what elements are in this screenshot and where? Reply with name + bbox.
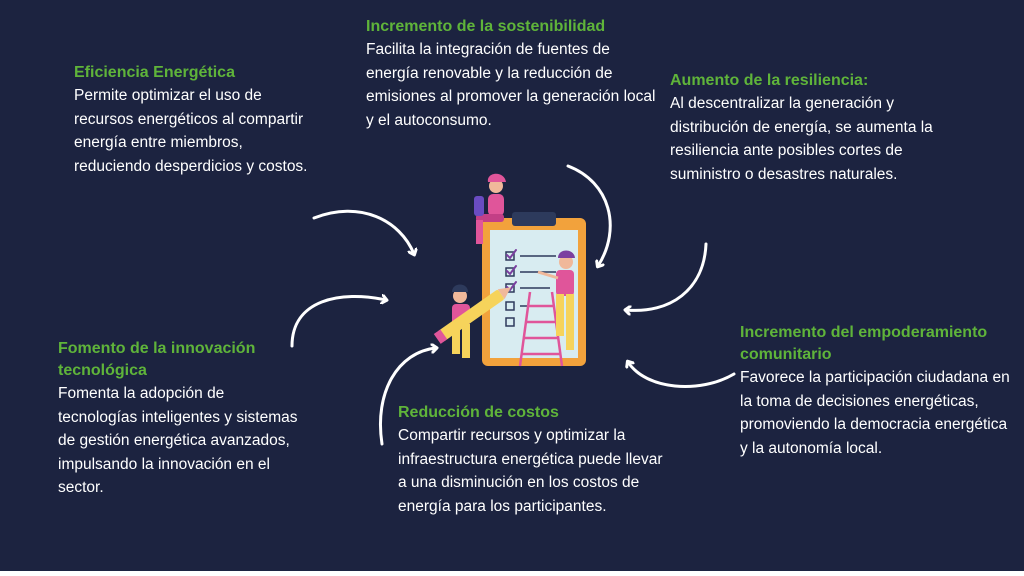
benefit-body: Favorece la participación ciudadana en l… [740,369,1010,457]
arrow-from-sostenibilidad-icon [566,164,612,266]
benefit-eficiencia: Eficiencia Energética Permite optimizar … [74,62,309,178]
arrow-from-resiliencia-icon [626,242,708,310]
arrow-from-eficiencia-icon [312,209,414,254]
arrow-from-empoderamiento-icon [628,362,736,388]
benefit-body: Compartir recursos y optimizar la infrae… [398,427,663,515]
benefit-title: Incremento del empoderamiento comunitari… [740,324,988,363]
benefit-sostenibilidad: Incremento de la sostenibilidad Facilita… [366,16,656,132]
person-with-pencil [433,284,511,358]
benefit-resiliencia: Aumento de la resiliencia: Al descentral… [670,70,940,186]
arrow-from-costos-icon [379,348,436,446]
benefit-body: Permite optimizar el uso de recursos ene… [74,87,308,175]
benefit-title: Reducción de costos [398,404,559,421]
benefit-title: Eficiencia Energética [74,64,235,81]
benefit-body: Facilita la integración de fuentes de en… [366,41,656,129]
benefit-costos: Reducción de costos Compartir recursos y… [398,402,673,518]
benefit-body: Fomenta la adopción de tecnologías intel… [58,385,298,496]
clipboard-clip [512,212,556,226]
benefit-title: Fomento de la innovación tecnológica [58,340,256,379]
person-sitting-top [474,173,506,244]
benefit-title: Incremento de la sostenibilidad [366,18,606,35]
benefit-body: Al descentralizar la generación y distri… [670,95,933,183]
benefit-empoderamiento: Incremento del empoderamiento comunitari… [740,322,1015,460]
arrow-from-innovacion-icon [290,296,386,348]
benefit-innovacion: Fomento de la innovación tecnológica Fom… [58,338,298,500]
benefit-title: Aumento de la resiliencia: [670,72,869,89]
person-on-ladder [537,250,575,350]
bottom-border [0,571,1024,576]
